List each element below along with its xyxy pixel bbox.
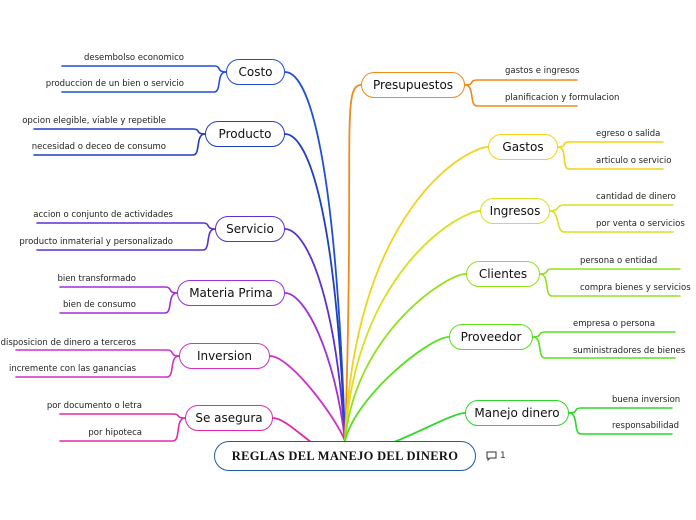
leaf-materia-2[interactable]: bien de consumo <box>63 300 136 310</box>
branch-label: Costo <box>238 65 273 79</box>
branch-costo[interactable]: Costo <box>226 59 285 85</box>
connector-presupuestos <box>344 84 362 442</box>
branch-clientes[interactable]: Clientes <box>466 261 540 287</box>
connector-manejo-leaf-2 <box>568 412 673 435</box>
branch-presupuestos[interactable]: Presupuestos <box>361 72 465 98</box>
leaf-presupuestos-2[interactable]: planificacion y formulacion <box>505 93 620 103</box>
leaf-producto-2[interactable]: necesidad o deceo de consumo <box>31 142 166 152</box>
leaf-servicio-1[interactable]: accion o conjunto de actividades <box>33 210 173 220</box>
comment-indicator[interactable]: 1 <box>486 451 506 461</box>
branch-label: Gastos <box>502 140 544 154</box>
branch-materia-prima[interactable]: Materia Prima <box>177 280 285 306</box>
leaf-inversion-2[interactable]: incremente con las ganancias <box>8 364 136 374</box>
root-topic[interactable]: REGLAS DEL MANEJO DEL DINERO <box>214 441 476 471</box>
leaf-ingresos-2[interactable]: por venta o servicios <box>596 219 685 229</box>
branch-label: Presupuestos <box>372 78 454 92</box>
leaf-producto-1[interactable]: opcion elegible, viable y repetible <box>22 116 166 126</box>
connector-materia <box>284 292 346 442</box>
branch-gastos[interactable]: Gastos <box>488 134 558 160</box>
leaf-gastos-1[interactable]: egreso o salida <box>596 129 661 139</box>
connector-ingresos-leaf-2 <box>549 210 674 233</box>
leaf-presupuestos-1[interactable]: gastos e ingresos <box>505 66 580 76</box>
branch-producto[interactable]: Producto <box>205 121 285 147</box>
connector-materia-leaf-1 <box>59 286 178 294</box>
branch-label: Proveedor <box>460 330 522 344</box>
connector-servicio-leaf-1 <box>36 222 216 230</box>
leaf-clientes-2[interactable]: compra bienes y servicios <box>580 283 691 293</box>
leaf-manejo-2[interactable]: responsabilidad <box>612 421 680 431</box>
connector-gastos <box>344 146 489 442</box>
connector-ingresos-leaf-1 <box>549 204 674 212</box>
connector-manejo-leaf-1 <box>568 407 673 414</box>
branch-ingresos[interactable]: Ingresos <box>480 198 550 224</box>
leaf-manejo-1[interactable]: buena inversion <box>612 395 681 405</box>
connector-clientes-leaf-1 <box>539 268 681 275</box>
connector-costo-leaf-1 <box>61 65 227 73</box>
connector-producto-leaf-1 <box>33 128 206 135</box>
connector-inversion <box>269 355 346 442</box>
branch-label: Producto <box>218 127 272 141</box>
connector-presupuestos-leaf-1 <box>464 79 578 86</box>
connector-seasegura-leaf-2 <box>59 417 186 442</box>
connector-clientes-leaf-2 <box>539 273 681 297</box>
connector-proveedor-leaf-1 <box>532 331 676 338</box>
comment-icon <box>486 451 497 461</box>
branch-servicio[interactable]: Servicio <box>215 216 285 242</box>
leaf-ingresos-1[interactable]: cantidad de dinero <box>596 192 676 202</box>
branch-se-asegura[interactable]: Se asegura <box>185 405 273 431</box>
leaf-seasegura-2[interactable]: por hipoteca <box>88 428 142 438</box>
connector-seasegura-leaf-1 <box>59 413 186 419</box>
leaf-inversion-1[interactable]: disposicion de dinero a terceros <box>0 338 136 348</box>
connector-proveedor <box>344 336 450 442</box>
connector-proveedor-leaf-2 <box>532 336 676 359</box>
connector-materia-leaf-2 <box>59 292 178 314</box>
branch-manejo-dinero[interactable]: Manejo dinero <box>465 400 569 426</box>
branch-label: Manejo dinero <box>474 406 560 420</box>
branch-label: Clientes <box>478 267 528 281</box>
leaf-proveedor-1[interactable]: empresa o persona <box>573 319 656 329</box>
comment-count: 1 <box>500 451 506 461</box>
leaf-gastos-2[interactable]: articulo o servicio <box>596 156 672 166</box>
connector-gastos-leaf-2 <box>557 146 664 170</box>
branch-label: Ingresos <box>489 204 541 218</box>
branch-label: Se asegura <box>195 411 263 425</box>
connector-inversion-leaf-1 <box>15 349 180 357</box>
branch-label: Servicio <box>226 222 274 236</box>
connector-presupuestos-leaf-2 <box>464 84 578 107</box>
connector-producto-leaf-2 <box>33 133 206 156</box>
leaf-proveedor-2[interactable]: suministradores de bienes <box>573 346 686 356</box>
leaf-servicio-2[interactable]: producto inmaterial y personalizado <box>19 237 173 247</box>
root-label: REGLAS DEL MANEJO DEL DINERO <box>231 448 459 463</box>
connector-producto <box>284 133 346 442</box>
leaf-clientes-1[interactable]: persona o entidad <box>580 256 658 266</box>
branch-inversion[interactable]: Inversion <box>179 343 270 369</box>
leaf-costo-2[interactable]: produccion de un bien o servicio <box>45 79 184 89</box>
connector-costo-leaf-2 <box>61 71 227 93</box>
leaf-costo-1[interactable]: desembolso economico <box>83 53 184 63</box>
connector-costo <box>284 71 346 442</box>
connector-gastos-leaf-1 <box>557 141 664 148</box>
leaf-seasegura-1[interactable]: por documento o letra <box>46 401 142 411</box>
branch-label: Materia Prima <box>189 286 273 300</box>
connector-inversion-leaf-2 <box>15 355 180 378</box>
branch-proveedor[interactable]: Proveedor <box>449 324 533 350</box>
connector-servicio <box>284 228 346 442</box>
connector-clientes <box>344 273 467 442</box>
leaf-materia-1[interactable]: bien transformado <box>57 274 136 284</box>
connector-servicio-leaf-2 <box>36 228 216 251</box>
connector-ingresos <box>344 210 481 442</box>
branch-label: Inversion <box>196 349 253 363</box>
